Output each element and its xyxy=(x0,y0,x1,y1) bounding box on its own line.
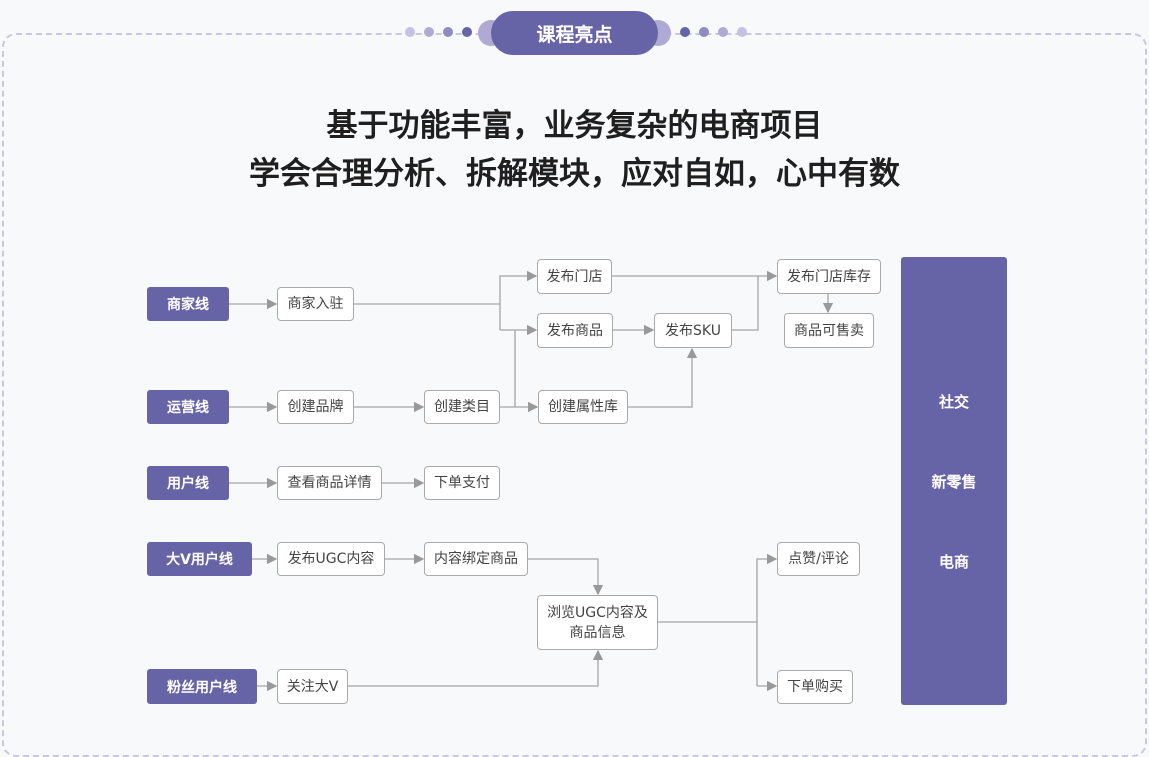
node-publish-product: 发布商品 xyxy=(537,313,613,348)
node-publish-store: 发布门店 xyxy=(537,259,612,294)
node-view-detail: 查看商品详情 xyxy=(277,466,382,500)
lane-user: 用户线 xyxy=(147,466,229,500)
node-order-pay: 下单支付 xyxy=(424,466,500,500)
node-follow: 关注大V xyxy=(277,669,348,704)
node-publish-ugc: 发布UGC内容 xyxy=(277,542,385,576)
node-create-attributes: 创建属性库 xyxy=(538,390,628,424)
node-store-stock: 发布门店库存 xyxy=(777,259,881,294)
right-dots xyxy=(680,27,747,37)
section-badge: 课程亮点 xyxy=(491,11,658,55)
panel-social: 社交 xyxy=(938,393,969,411)
node-browse-ugc-line1: 浏览UGC内容及 xyxy=(547,604,648,621)
panel-new-retail: 新零售 xyxy=(931,473,977,491)
node-sellable: 商品可售卖 xyxy=(784,313,874,348)
node-like-comment: 点赞/评论 xyxy=(777,542,860,576)
node-browse-ugc: 浏览UGC内容及 商品信息 xyxy=(537,595,658,650)
node-create-brand: 创建品牌 xyxy=(277,390,354,424)
left-dots xyxy=(405,27,472,37)
category-panel: 社交 新零售 电商 xyxy=(901,257,1007,705)
node-publish-sku: 发布SKU xyxy=(654,313,732,348)
lane-operations: 运营线 xyxy=(147,390,229,424)
headline-line2: 学会合理分析、拆解模块，应对自如，心中有数 xyxy=(249,156,900,192)
lane-fan: 粉丝用户线 xyxy=(147,669,257,704)
node-browse-ugc-line2: 商品信息 xyxy=(569,624,626,641)
node-bind-product: 内容绑定商品 xyxy=(424,542,528,576)
node-create-category: 创建类目 xyxy=(424,390,500,424)
flow-connectors xyxy=(229,270,834,692)
node-order-buy: 下单购买 xyxy=(777,670,853,704)
lane-influencer: 大V用户线 xyxy=(147,542,252,576)
lane-merchant: 商家线 xyxy=(147,287,229,321)
panel-ecommerce: 电商 xyxy=(938,553,969,571)
headline-line1: 基于功能丰富，业务复杂的电商项目 xyxy=(326,108,823,144)
node-merchant-join: 商家入驻 xyxy=(277,287,354,321)
